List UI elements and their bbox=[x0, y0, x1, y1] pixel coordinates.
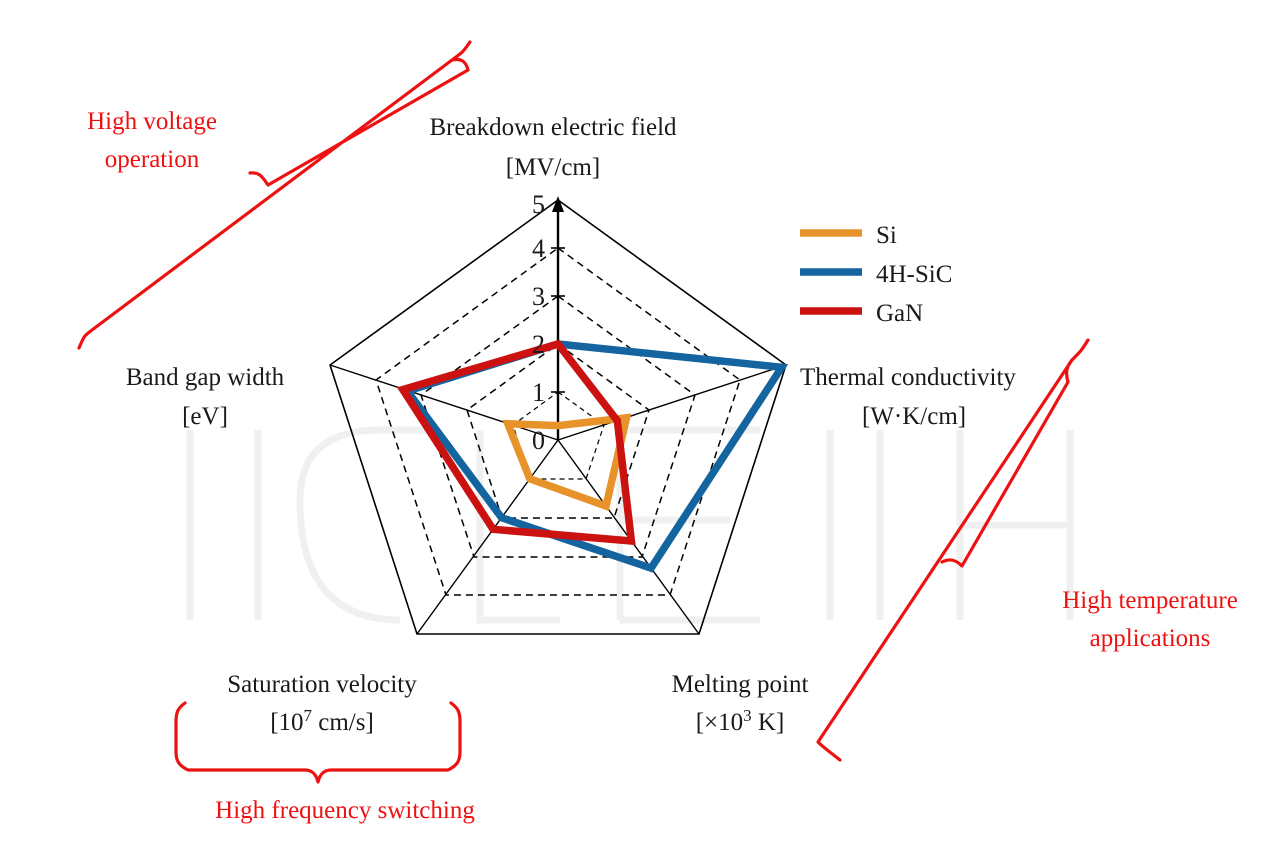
annotation-high-voltage-l1: High voltage bbox=[87, 108, 217, 135]
annotation-high-voltage-l2: operation bbox=[105, 146, 200, 173]
rtick-label-0: 0 bbox=[532, 426, 545, 455]
annotation-high-frequency-l1: High frequency switching bbox=[215, 797, 475, 824]
axis-label-melting-l2: [×103 K] bbox=[696, 706, 785, 736]
axis-label-breakdown-l1: Breakdown electric field bbox=[429, 114, 677, 141]
rtick-label-3: 3 bbox=[532, 282, 545, 311]
axis-label-saturation-l2: [107 cm/s] bbox=[270, 706, 374, 736]
axis-label-thermal-l2: [W·K/cm] bbox=[862, 403, 966, 430]
rtick-label-4: 4 bbox=[532, 234, 545, 263]
saturation-unit-sup: 7 bbox=[304, 706, 313, 725]
legend: Si 4H-SiC GaN bbox=[800, 222, 952, 327]
series-polygon-gan bbox=[396, 339, 636, 546]
radial-axis bbox=[551, 196, 565, 440]
annotation-brace-high-frequency bbox=[174, 701, 462, 784]
axis-label-bandgap-l2: [eV] bbox=[182, 403, 228, 430]
annotation-brace-high-voltage bbox=[77, 40, 472, 350]
axis-label-breakdown-l2: [MV/cm] bbox=[506, 154, 600, 181]
axis-label-melting-l1: Melting point bbox=[672, 671, 809, 698]
melting-unit-pre: [×10 bbox=[696, 709, 743, 736]
series-polygon-si bbox=[502, 413, 632, 511]
annotation-high-temperature-l1: High temperature bbox=[1062, 587, 1238, 614]
saturation-unit-post: cm/s] bbox=[312, 709, 374, 736]
axis-label-bandgap-l1: Band gap width bbox=[126, 364, 285, 391]
rtick-label-2: 2 bbox=[532, 330, 545, 359]
annotation-brace-high-temperature bbox=[816, 338, 1090, 762]
rtick-label-5: 5 bbox=[532, 190, 545, 219]
melting-unit-sup: 3 bbox=[743, 706, 752, 725]
legend-label-gan: GaN bbox=[876, 300, 923, 327]
saturation-unit-pre: [10 bbox=[270, 709, 303, 736]
legend-label-4h-sic: 4H-SiC bbox=[876, 261, 952, 288]
axis-label-saturation-l1: Saturation velocity bbox=[227, 671, 417, 698]
axis-label-thermal-l1: Thermal conductivity bbox=[800, 364, 1016, 391]
melting-unit-post: K] bbox=[752, 709, 785, 736]
legend-label-si: Si bbox=[876, 222, 897, 249]
annotation-high-temperature-l2: applications bbox=[1090, 625, 1211, 652]
rtick-label-1: 1 bbox=[532, 378, 545, 407]
